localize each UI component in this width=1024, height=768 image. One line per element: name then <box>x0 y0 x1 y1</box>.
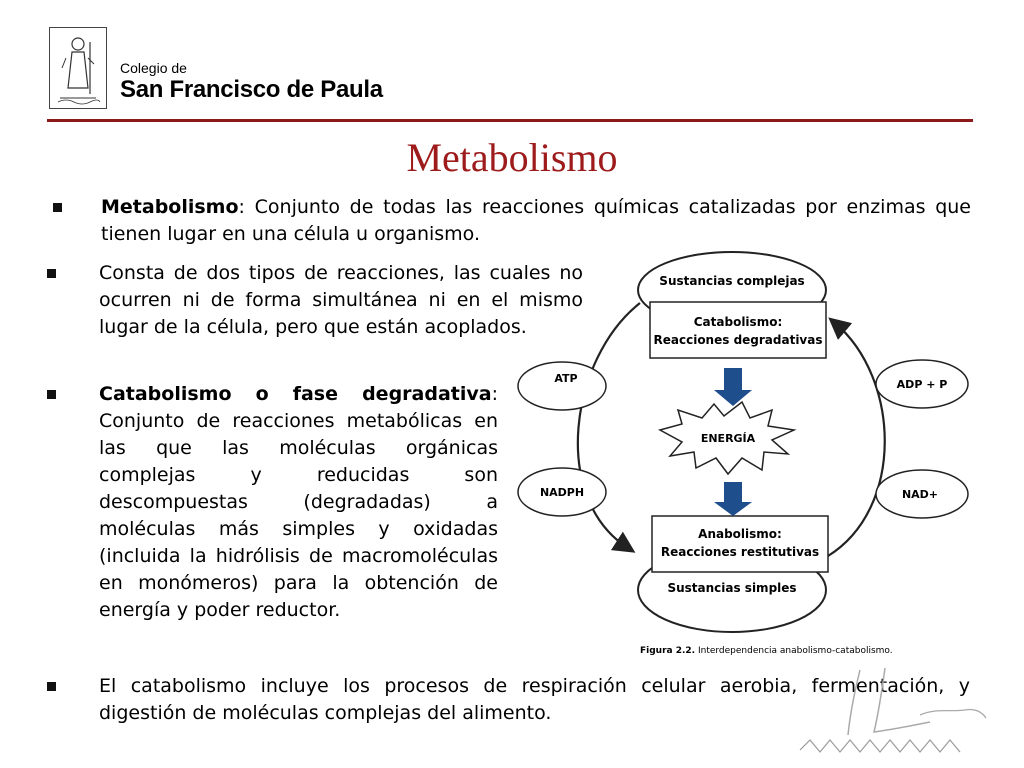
nad-label: NAD+ <box>902 488 938 501</box>
bullet-two-types: Consta de dos tipos de reacciones, las c… <box>47 260 583 341</box>
catabolism-sublabel: Reacciones degradativas <box>654 333 823 347</box>
catabolism-box <box>649 301 827 359</box>
adp-ellipse <box>875 359 969 409</box>
top-ellipse-label: Sustancias complejas <box>659 274 804 288</box>
bullet-bold: Metabolismo <box>101 196 239 218</box>
bullet-body: El catabolismo incluye los procesos de r… <box>99 675 970 724</box>
logo-text: Colegio de San Francisco de Paula <box>120 60 383 104</box>
figure-caption: Figura 2.2. Interdependencia anabolismo-… <box>640 646 893 656</box>
bullet-text: El catabolismo incluye los procesos de r… <box>99 673 970 727</box>
bullet-catabolism-processes: El catabolismo incluye los procesos de r… <box>47 673 970 727</box>
bullet-text: Consta de dos tipos de reacciones, las c… <box>99 260 583 341</box>
atp-label: ATP <box>554 372 577 385</box>
signature-watermark <box>799 667 987 753</box>
adp-label: ADP + P <box>897 378 948 391</box>
bullet-square-icon <box>53 203 62 212</box>
right-curve-arrow <box>827 317 886 557</box>
atp-ellipse <box>517 361 607 411</box>
bullet-bold: Catabolismo o fase degradativa <box>99 383 492 405</box>
energy-starburst <box>658 400 797 476</box>
saint-figure-icon <box>57 37 101 105</box>
nadph-label: NADPH <box>540 486 584 499</box>
caption-bold: Figura 2.2. <box>640 646 695 656</box>
energy-label: ENERGÍA <box>701 432 756 445</box>
school-logo <box>49 27 107 109</box>
bullet-text: Catabolismo o fase degradativa: Conjunto… <box>99 381 498 624</box>
nad-ellipse <box>875 469 969 519</box>
logo-line-1: Colegio de <box>120 60 187 76</box>
anabolism-label: Anabolismo: <box>698 527 782 541</box>
header-divider <box>47 119 973 122</box>
left-curve-arrow <box>576 302 641 553</box>
slide-title: Metabolismo <box>406 135 618 180</box>
bullet-body: : Conjunto de reacciones metabólicas en … <box>99 383 498 621</box>
anabolism-sublabel: Reacciones restitutivas <box>661 545 819 559</box>
metabolism-diagram: Sustancias complejas Catabolismo: Reacci… <box>510 248 1000 663</box>
bullet-text: Metabolismo: Conjunto de todas las reacc… <box>101 194 971 248</box>
bullet-body: : Conjunto de todas las reacciones quími… <box>101 196 971 245</box>
bullet-square-icon <box>47 390 56 399</box>
nadph-ellipse <box>517 467 607 517</box>
bullet-catabolism: Catabolismo o fase degradativa: Conjunto… <box>47 381 498 624</box>
anabolism-box <box>651 515 829 573</box>
bullet-body: Consta de dos tipos de reacciones, las c… <box>99 262 583 338</box>
bullet-square-icon <box>47 682 56 691</box>
bullet-square-icon <box>47 269 56 278</box>
down-arrow-icon <box>714 368 752 406</box>
catabolism-label: Catabolismo: <box>694 315 783 329</box>
bottom-ellipse-label: Sustancias simples <box>667 581 796 595</box>
bullet-definition: Metabolismo: Conjunto de todas las reacc… <box>53 194 971 248</box>
logo-line-2: San Francisco de Paula <box>120 76 383 103</box>
caption-text: Interdependencia anabolismo-catabolismo. <box>695 646 893 656</box>
down-arrow-icon <box>714 482 752 516</box>
